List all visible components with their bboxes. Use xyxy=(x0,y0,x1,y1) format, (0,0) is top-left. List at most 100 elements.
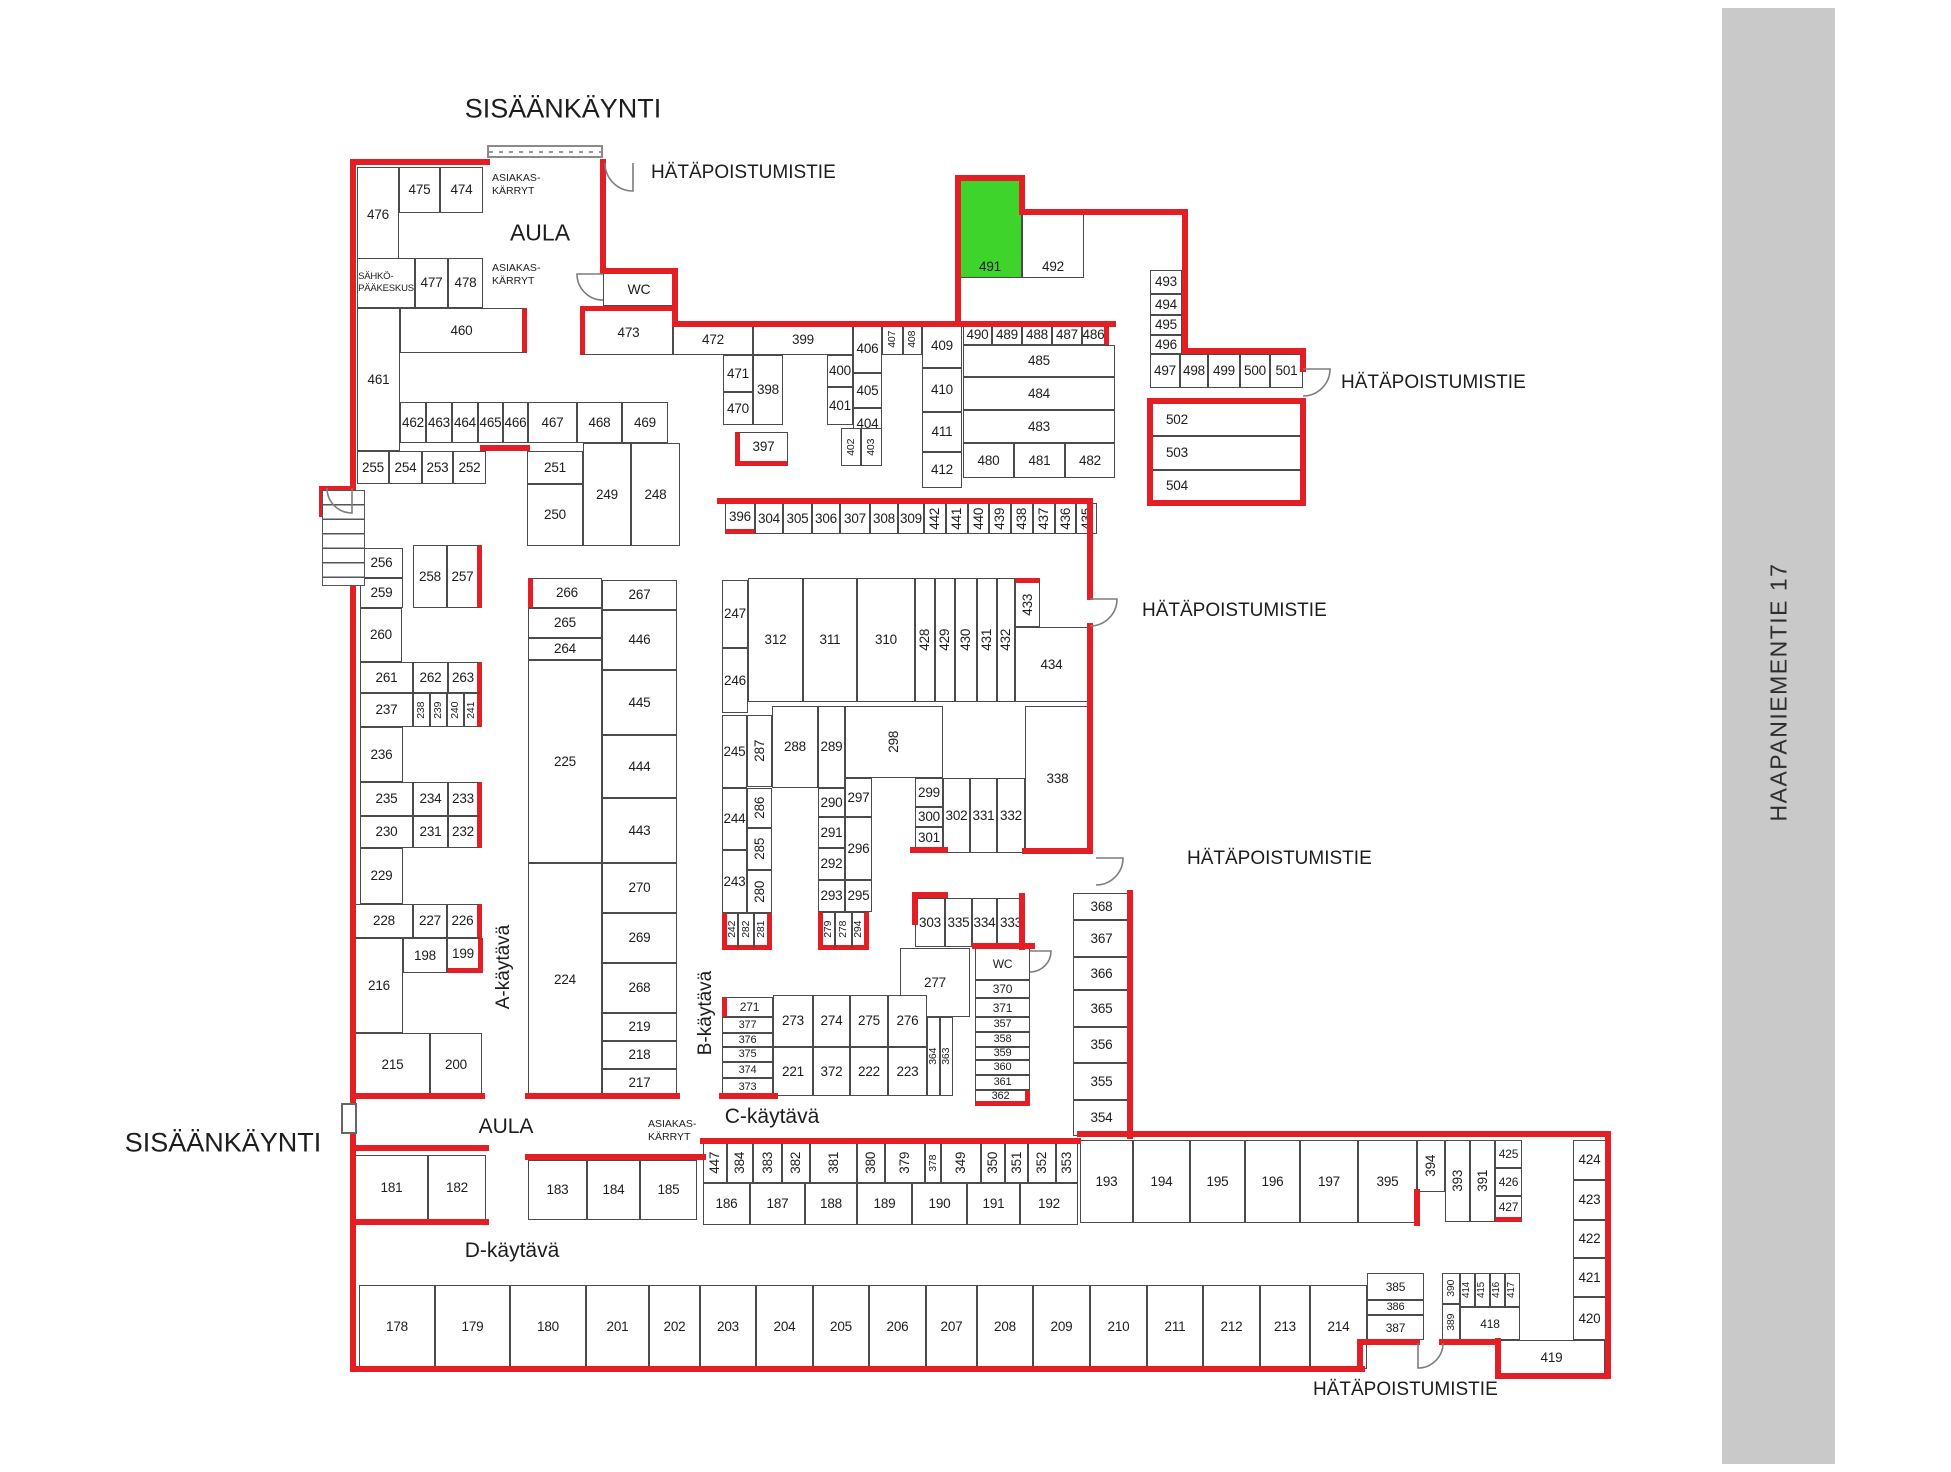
room-480: 480 xyxy=(963,443,1014,478)
room-299: 299 xyxy=(915,778,943,807)
room-242: 242 xyxy=(722,913,738,950)
room-378: 378 xyxy=(925,1143,941,1183)
room-425: 425 xyxy=(1495,1140,1522,1168)
wall-segment xyxy=(1087,498,1093,600)
room-389: 389 xyxy=(1442,1304,1460,1340)
room-label: 305 xyxy=(786,510,809,526)
room-394: 394 xyxy=(1417,1140,1445,1192)
room-label: 372 xyxy=(820,1063,843,1079)
room-409: 409 xyxy=(922,324,962,368)
room-label: 271 xyxy=(739,1000,760,1014)
room-225: 225 xyxy=(528,660,602,863)
room-label: 261 xyxy=(375,669,398,685)
room-label: 223 xyxy=(896,1063,919,1079)
wall-segment xyxy=(525,1154,706,1160)
room-label: 421 xyxy=(1578,1269,1601,1285)
room-label: 358 xyxy=(993,1033,1012,1045)
room-label: 234 xyxy=(419,791,442,807)
room-label: 297 xyxy=(847,789,870,805)
room-487: 487 xyxy=(1052,324,1082,345)
lobby-bottom-label: AULA xyxy=(478,1115,534,1138)
room-223: 223 xyxy=(888,1047,927,1096)
room-label: 282 xyxy=(739,921,752,938)
room-471: 471 xyxy=(723,355,753,392)
room-258: 258 xyxy=(413,545,447,608)
room-label: 444 xyxy=(628,758,651,774)
room-194: 194 xyxy=(1133,1140,1190,1223)
room-label: 183 xyxy=(546,1182,569,1198)
room-289: 289 xyxy=(818,706,845,788)
room-label: 201 xyxy=(606,1319,629,1335)
room-label: 239 xyxy=(432,701,445,719)
customer-carts-3-label: ASIAKAS- KÄRRYT xyxy=(648,1118,697,1143)
room-label: 473 xyxy=(617,324,640,340)
room-306: 306 xyxy=(812,503,840,534)
room-label: 462 xyxy=(402,414,424,430)
room-label: 205 xyxy=(830,1319,852,1335)
room-label: 371 xyxy=(992,1000,1013,1015)
room-244: 244 xyxy=(722,788,747,850)
room-282: 282 xyxy=(738,913,754,950)
room-219: 219 xyxy=(602,1013,677,1041)
room-361: 361 xyxy=(975,1075,1030,1090)
exit-5-label: HÄTÄPOISTUMISTIE xyxy=(1313,1379,1498,1400)
room-420: 420 xyxy=(1573,1297,1606,1340)
room-237: 237 xyxy=(360,693,413,727)
room-300: 300 xyxy=(915,807,943,827)
door-arc-icon xyxy=(604,162,634,192)
room-442: 442 xyxy=(924,503,946,534)
room-label: 245 xyxy=(723,743,746,759)
room-label: 197 xyxy=(1318,1173,1340,1189)
room-label: 306 xyxy=(815,510,837,526)
room-label: 270 xyxy=(628,880,651,896)
room-427: 427 xyxy=(1495,1196,1522,1222)
room-398: 398 xyxy=(753,355,783,425)
room-491[interactable]: 491 xyxy=(958,180,1022,278)
room-label: 252 xyxy=(458,459,481,475)
room-label: 461 xyxy=(367,371,390,387)
room-464: 464 xyxy=(452,402,478,443)
room-293: 293 xyxy=(818,880,845,912)
room-430: 430 xyxy=(955,578,977,702)
room-408: 408 xyxy=(903,324,922,355)
room-205: 205 xyxy=(813,1285,869,1369)
room-385: 385 xyxy=(1367,1273,1424,1300)
room-227: 227 xyxy=(413,904,447,938)
room-460: 460 xyxy=(400,308,527,353)
room-489: 489 xyxy=(992,324,1022,345)
room-260: 260 xyxy=(360,608,402,662)
room-296: 296 xyxy=(845,817,872,880)
room-label: 207 xyxy=(940,1319,963,1335)
room-278: 278 xyxy=(835,912,852,950)
wall-segment xyxy=(350,1219,489,1225)
room-234: 234 xyxy=(413,782,448,816)
room-461: 461 xyxy=(357,308,400,451)
room-412: 412 xyxy=(922,452,962,488)
wall-segment xyxy=(1147,398,1306,404)
room-393: 393 xyxy=(1445,1140,1470,1222)
room-190: 190 xyxy=(912,1183,967,1225)
room-331: 331 xyxy=(970,778,997,853)
room-label: 309 xyxy=(900,510,922,526)
room-421: 421 xyxy=(1573,1258,1606,1297)
room-469: 469 xyxy=(622,402,668,443)
room-270: 270 xyxy=(602,863,677,913)
room-label: 214 xyxy=(1327,1319,1350,1335)
room-label: 350 xyxy=(985,1152,1001,1174)
room-418: 418 xyxy=(1460,1307,1520,1340)
room-255: 255 xyxy=(357,451,389,484)
room-443: 443 xyxy=(602,798,677,863)
room-191: 191 xyxy=(967,1183,1020,1225)
room-label: 190 xyxy=(928,1196,951,1212)
room-label: 476 xyxy=(367,206,389,222)
room-label: 292 xyxy=(820,856,843,872)
room-label: 304 xyxy=(758,510,780,526)
customer-carts-1-label: ASIAKAS- KÄRRYT xyxy=(492,172,541,197)
room-label: 433 xyxy=(1019,593,1035,616)
room-360: 360 xyxy=(975,1060,1030,1075)
room-271: 271 xyxy=(722,997,773,1017)
room-label: 401 xyxy=(829,398,851,414)
room-411: 411 xyxy=(922,412,962,452)
room-label: 377 xyxy=(738,1018,757,1031)
